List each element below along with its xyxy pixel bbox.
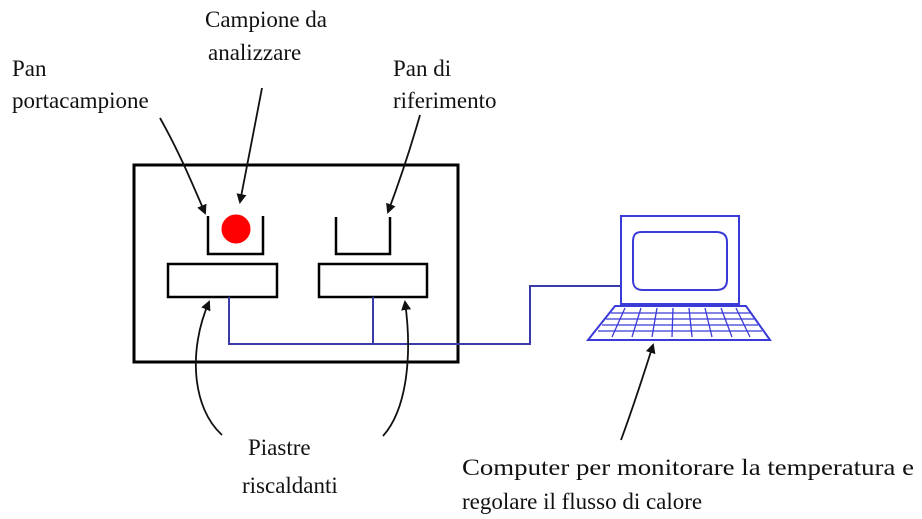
sample-dot bbox=[221, 214, 251, 244]
label-computer-line2: regolare il flusso di calore bbox=[462, 489, 702, 514]
reference-pan bbox=[334, 217, 392, 256]
arrow-pan-reference bbox=[386, 114, 421, 214]
label-heating-plates-line1: Piastre bbox=[248, 435, 311, 460]
sample-pan bbox=[206, 216, 265, 256]
label-pan-reference: Pan di riferimento bbox=[393, 56, 496, 113]
arrow-heating-right bbox=[382, 300, 412, 437]
label-pan-sample-line1: Pan bbox=[12, 56, 47, 81]
label-pan-sample-line2: portacampione bbox=[12, 88, 149, 113]
arrow-heating-left bbox=[195, 300, 223, 436]
label-computer-line1: Computer per monitorare la temperatura e bbox=[462, 455, 914, 480]
laptop-icon bbox=[585, 215, 772, 341]
label-pan-sample: Pan portacampione bbox=[12, 56, 149, 113]
instrument-box bbox=[132, 163, 460, 364]
label-pan-reference-line1: Pan di bbox=[393, 56, 451, 81]
arrow-computer bbox=[620, 343, 656, 441]
arrow-sample bbox=[236, 87, 263, 204]
heating-plate-right bbox=[317, 262, 429, 299]
arrow-pan-sample bbox=[159, 117, 207, 215]
label-heating-plates: Piastre riscaldanti bbox=[242, 435, 338, 498]
label-sample: Campione da analizzare bbox=[205, 7, 333, 65]
wire-left-plate bbox=[228, 285, 620, 345]
label-sample-line2: analizzare bbox=[208, 40, 301, 65]
label-sample-line1: Campione da bbox=[205, 7, 327, 32]
label-pan-reference-line2: riferimento bbox=[393, 88, 496, 113]
heating-plate-left bbox=[166, 262, 279, 299]
label-heating-plates-line2: riscaldanti bbox=[242, 473, 338, 498]
label-computer: Computer per monitorare la temperatura e… bbox=[462, 455, 920, 514]
